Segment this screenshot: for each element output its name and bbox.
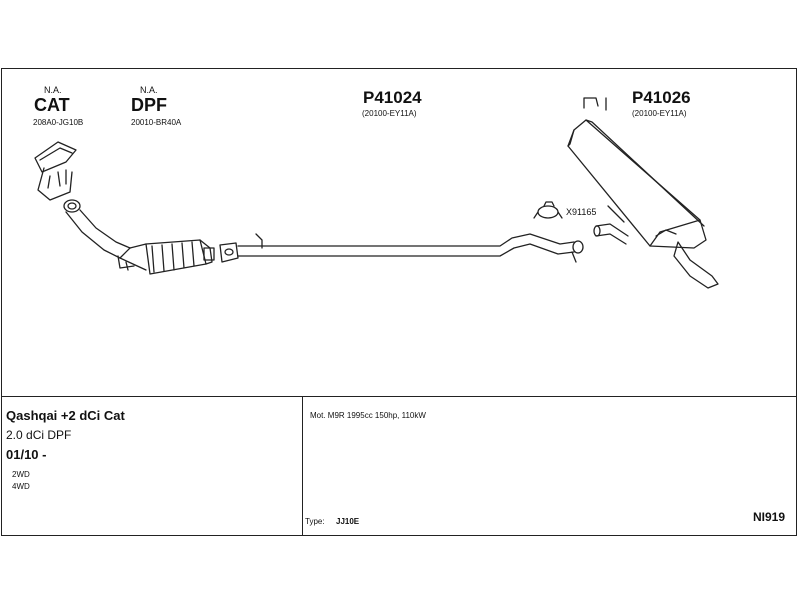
cat-label: CAT (34, 95, 70, 115)
mid-pipe-part-number: P41024 (363, 88, 422, 107)
cat-code: 208A0-JG10B (33, 118, 84, 127)
vehicle-date: 01/10 - (6, 447, 47, 462)
sheet-code: NI919 (753, 510, 786, 524)
rear-silencer-part-number: P41026 (632, 88, 691, 107)
clamp-part (533, 201, 563, 219)
diagram-sheet (1, 68, 797, 536)
rear-silencer-reference: (20100-EY11A) (632, 109, 687, 118)
drive-4wd: 4WD (12, 482, 30, 491)
motor-spec: Mot. M9R 1995cc 150hp, 110kW (310, 411, 426, 420)
type-value: JJ10E (336, 517, 360, 526)
mid-pipe-reference: (20100-EY11A) (362, 109, 417, 118)
dpf-code: 20010-BR40A (131, 118, 182, 127)
dpf-availability: N.A. (140, 85, 158, 95)
pointer-silencer (607, 205, 625, 223)
cat-availability: N.A. (44, 85, 62, 95)
clamp-part-number: X91165 (566, 207, 597, 217)
drive-2wd: 2WD (12, 470, 30, 479)
mid-pipe-part (219, 233, 584, 263)
dpf-part (119, 239, 215, 275)
divider-vertical (302, 396, 303, 535)
divider-horizontal (2, 396, 796, 397)
vehicle-model: Qashqai +2 dCi Cat (6, 408, 125, 423)
rear-silencer-part (567, 97, 719, 289)
catalytic-converter-part (34, 141, 135, 271)
vehicle-engine: 2.0 dCi DPF (6, 428, 72, 442)
type-label: Type: (305, 517, 325, 526)
dpf-label: DPF (131, 95, 167, 115)
